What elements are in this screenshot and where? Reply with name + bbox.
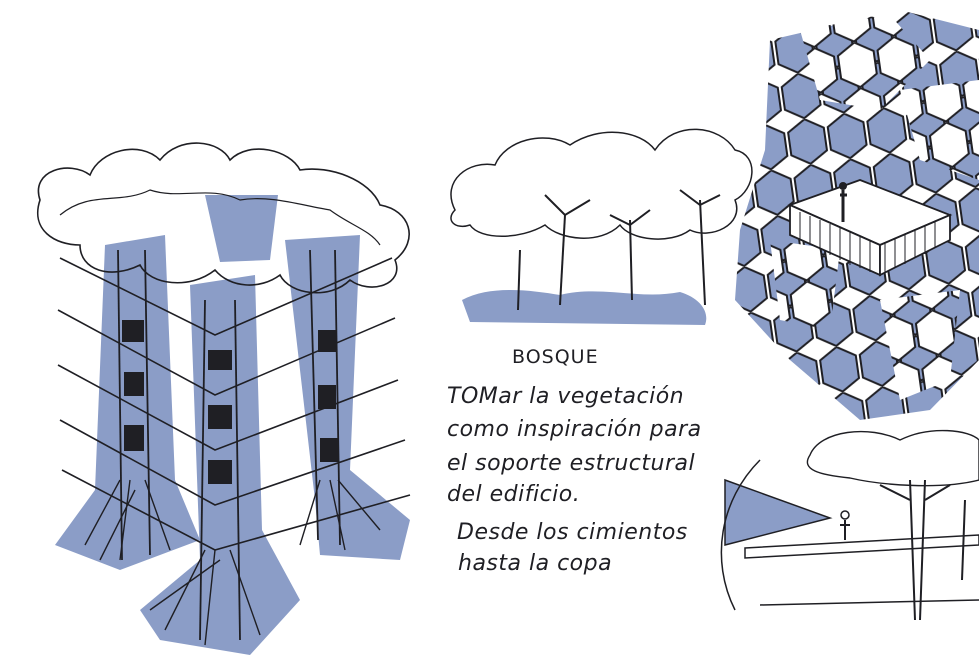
note-line-2: como inspiración para [447, 417, 702, 442]
hexagon-canopy-drawing [735, 10, 979, 420]
note-line-5: Desde los cimientos [457, 520, 688, 545]
note-line-6: hasta la copa [458, 551, 613, 576]
note-line-4: del edificio. [447, 482, 581, 507]
forest-drawing [450, 128, 753, 325]
tree-tower-drawing [37, 142, 411, 655]
note-line-3: el soporte estructural [447, 451, 696, 476]
section-drawing [720, 429, 979, 621]
note-line-1: TOMar la vegetación [447, 384, 685, 409]
sketch-title: BOSQUE [512, 346, 599, 368]
